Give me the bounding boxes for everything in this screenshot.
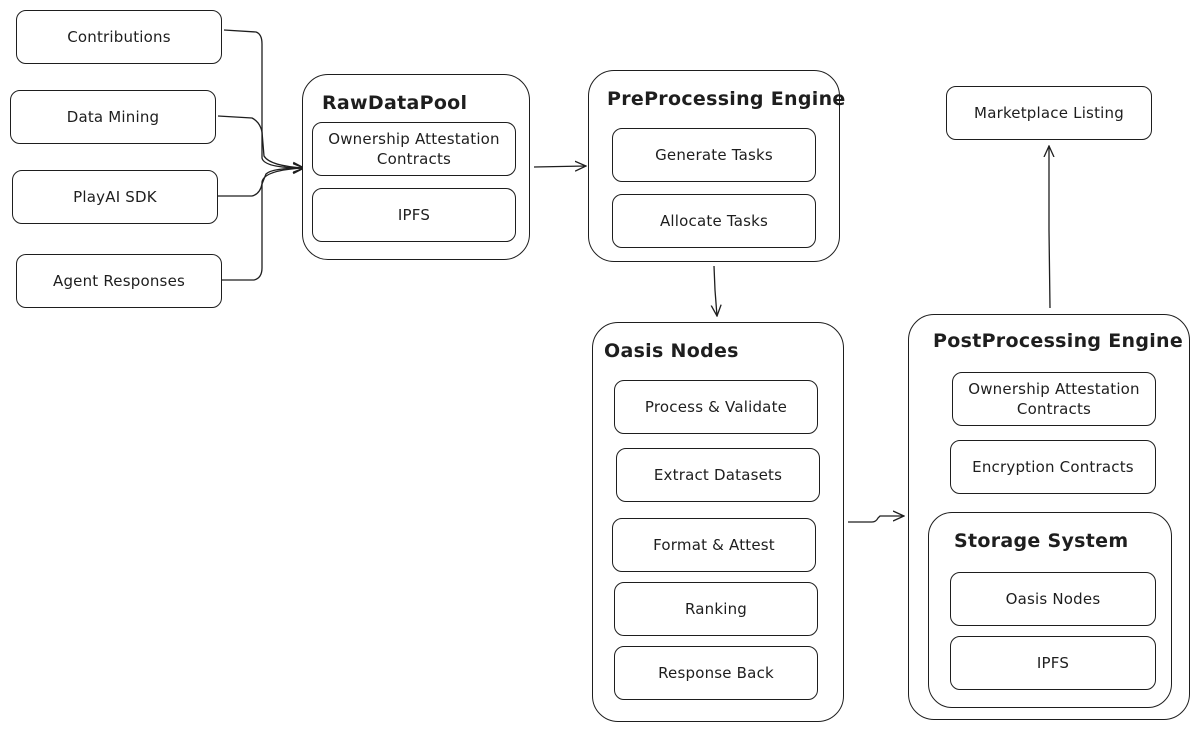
format-attest-box[interactable]: Format & Attest — [612, 518, 816, 572]
edge-datamining-to-rawdatapool — [217, 115, 304, 168]
storage-system-title: Storage System — [954, 530, 1129, 552]
allocate-tasks-box[interactable]: Allocate Tasks — [612, 194, 816, 248]
data-mining-box[interactable]: Data Mining — [10, 90, 216, 144]
agent-responses-box[interactable]: Agent Responses — [16, 254, 222, 308]
encryption-contracts-box[interactable]: Encryption Contracts — [950, 440, 1156, 494]
storage-oasis-nodes-box[interactable]: Oasis Nodes — [950, 572, 1156, 626]
edge-agent-to-rawdatapool — [222, 168, 304, 281]
process-validate-box[interactable]: Process & Validate — [614, 380, 818, 434]
playai-sdk-box[interactable]: PlayAI SDK — [12, 170, 218, 224]
oasis-nodes-title: Oasis Nodes — [604, 340, 739, 362]
postprocessing-title: PostProcessing Engine — [933, 330, 1184, 352]
edge-contributions-to-rawdatapool — [223, 29, 304, 168]
response-back-box[interactable]: Response Back — [614, 646, 818, 700]
rawdatapool-ownership-attestation-box[interactable]: Ownership Attestation Contracts — [312, 122, 516, 176]
contributions-box[interactable]: Contributions — [16, 10, 222, 64]
edge-playai-to-rawdatapool — [218, 168, 304, 197]
preprocessing-title: PreProcessing Engine — [607, 88, 846, 110]
rawdatapool-title: RawDataPool — [322, 92, 468, 114]
edge-preprocessing-to-oasis — [714, 265, 717, 316]
marketplace-listing-box[interactable]: Marketplace Listing — [946, 86, 1152, 140]
ranking-box[interactable]: Ranking — [614, 582, 818, 636]
rawdatapool-ipfs-box[interactable]: IPFS — [312, 188, 516, 242]
storage-ipfs-box[interactable]: IPFS — [950, 636, 1156, 690]
edge-postprocessing-to-marketplace — [1049, 146, 1050, 309]
postprocessing-ownership-attestation-box[interactable]: Ownership Attestation Contracts — [952, 372, 1156, 426]
edge-oasis-to-postprocessing — [848, 516, 904, 523]
generate-tasks-box[interactable]: Generate Tasks — [612, 128, 816, 182]
edge-rawdatapool-to-preprocessing — [533, 166, 586, 167]
extract-datasets-box[interactable]: Extract Datasets — [616, 448, 820, 502]
